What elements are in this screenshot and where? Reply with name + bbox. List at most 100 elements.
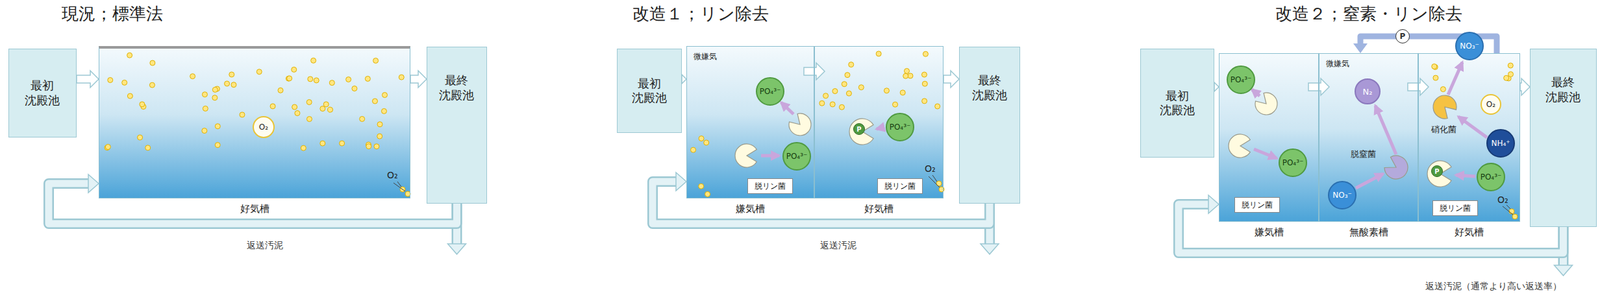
- oxygen-bubble: [838, 104, 845, 110]
- oxygen-bubble: [1507, 62, 1513, 69]
- annotation-label: 脱窒菌: [1350, 149, 1376, 160]
- oxygen-bubble: [307, 76, 313, 82]
- oxygen-bubble: [224, 81, 230, 87]
- oxygen-bubble: [922, 51, 928, 57]
- flow-arrow: [76, 70, 99, 88]
- node-text: O₂: [1486, 100, 1496, 110]
- oxygen-bubble: [364, 75, 371, 82]
- oxygen-bubble: [1508, 71, 1514, 77]
- oxygen-bubble: [214, 142, 221, 149]
- oxygen-bubble: [922, 81, 928, 87]
- reaction-tank: 無酸素槽微嫌気N₂NO₃⁻: [1318, 53, 1419, 223]
- annotation-label: O₂: [1497, 194, 1509, 206]
- oxygen-bubble: [381, 108, 387, 114]
- oxygen-bubble: [398, 74, 404, 80]
- chemical-circle: PO₄³⁻: [1226, 65, 1256, 95]
- oxygen-bubble: [212, 87, 218, 93]
- return-arrowhead: [1208, 195, 1219, 214]
- settling-tank: 最初 沈殿池: [1140, 48, 1215, 158]
- chemical-circle: PO₄³⁻: [1278, 148, 1308, 178]
- oxygen-bubble: [201, 92, 208, 98]
- leader-line: [928, 176, 940, 188]
- tank-water: [98, 46, 411, 199]
- oxygen-bubble: [1433, 75, 1439, 81]
- connector-label: 返送汚泥: [244, 240, 286, 252]
- oxygen-bubble: [705, 191, 711, 197]
- oxygen-bubble: [935, 103, 941, 110]
- bacteria-label-box: 脱リン菌: [1432, 200, 1478, 217]
- oxygen-bubble: [900, 90, 906, 96]
- panel-title: 現況；標準法: [61, 3, 163, 25]
- oxygen-bubble: [346, 77, 352, 83]
- oxygen-bubble: [832, 88, 838, 95]
- reaction-tank: 嫌気槽微嫌気PO₄³⁻PO₄³⁻脱リン菌: [686, 46, 815, 199]
- oxygen-bubble: [327, 107, 334, 113]
- drain-arrowhead: [448, 244, 467, 255]
- flow-connector: [410, 70, 427, 88]
- oxygen-bubble: [698, 136, 704, 142]
- leader-line: [393, 183, 406, 192]
- settling-tank: 最終 沈殿池: [426, 46, 488, 204]
- return-arrowhead: [88, 174, 99, 193]
- node-text: PO₄³⁻: [1230, 75, 1252, 85]
- reaction-arrow: [1375, 105, 1397, 155]
- oxygen-bubble: [903, 68, 910, 74]
- node-text: PO₄³⁻: [759, 87, 782, 97]
- settling-tank: 最初 沈殿池: [616, 48, 682, 134]
- leader-line: [1506, 205, 1511, 210]
- bacterium: [1384, 155, 1408, 180]
- chemical-circle: O₂: [252, 116, 275, 139]
- oxygen-bubble: [329, 80, 335, 86]
- oxygen-bubble: [848, 62, 854, 68]
- oxygen-bubble: [202, 105, 208, 112]
- node-text: 最初 沈殿池: [1157, 88, 1197, 119]
- annotation-label: O₂: [387, 170, 399, 182]
- reaction-tank: 好気槽O₂: [98, 46, 411, 199]
- node-text: 脱リン菌: [1241, 200, 1273, 212]
- oxygen-bubble: [377, 122, 383, 128]
- bacteria-label-box: 脱リン菌: [877, 178, 923, 195]
- oxygen-bubble: [277, 87, 284, 93]
- oxygen-bubble: [921, 72, 927, 78]
- chemical-circle: PO₄³⁻: [1476, 162, 1506, 192]
- tank-water: [814, 46, 944, 199]
- oxygen-bubble: [300, 145, 306, 151]
- oxygen-bubble: [366, 144, 372, 150]
- bacteria-label-box: 脱リン菌: [1234, 197, 1280, 213]
- oxygen-bubble: [306, 100, 312, 106]
- node-text: 嫌気槽: [674, 203, 827, 216]
- oxygen-bubble: [405, 191, 411, 197]
- oxygen-bubble: [149, 82, 155, 88]
- oxygen-bubble: [306, 116, 312, 123]
- oxygen-bubble: [190, 74, 196, 80]
- node-text: 微嫌気: [693, 51, 717, 63]
- flow-connector: [1178, 195, 1564, 254]
- node-text: NO₃⁻: [1332, 190, 1352, 200]
- bacterium: [1433, 95, 1457, 119]
- oxygen-bubble: [320, 106, 326, 112]
- node-text: 最終 沈殿池: [437, 73, 476, 103]
- annotation-label: 硝化菌: [1431, 124, 1457, 136]
- chemical-circle: NO₃⁻: [1327, 181, 1357, 210]
- oxygen-bubble: [139, 101, 145, 108]
- oxygen-bubble: [1512, 214, 1518, 220]
- node-text: NH₄⁺: [1490, 138, 1510, 149]
- oxygen-bubble: [1503, 75, 1510, 81]
- settling-tank: 最初 沈殿池: [8, 48, 77, 138]
- oxygen-bubble: [846, 90, 852, 97]
- node-text: 最初 沈殿池: [629, 76, 669, 106]
- node-text: P: [1434, 168, 1439, 176]
- node-text: 好気槽: [801, 203, 956, 216]
- node-text: 微嫌気: [1325, 58, 1350, 70]
- oxygen-bubble: [105, 144, 111, 150]
- node-text: N₂: [1362, 87, 1373, 97]
- oxygen-bubble: [311, 57, 317, 63]
- bacterium: [735, 144, 757, 168]
- oxygen-bubble: [382, 92, 388, 98]
- oxygen-bubble: [819, 100, 825, 106]
- chemical-circle: PO₄³⁻: [755, 77, 785, 106]
- drain-arrowhead: [1554, 265, 1573, 276]
- oxygen-bubble: [1431, 63, 1438, 69]
- chemical-circle: NO₃⁻: [1455, 31, 1484, 61]
- reaction-arrow: [876, 127, 885, 130]
